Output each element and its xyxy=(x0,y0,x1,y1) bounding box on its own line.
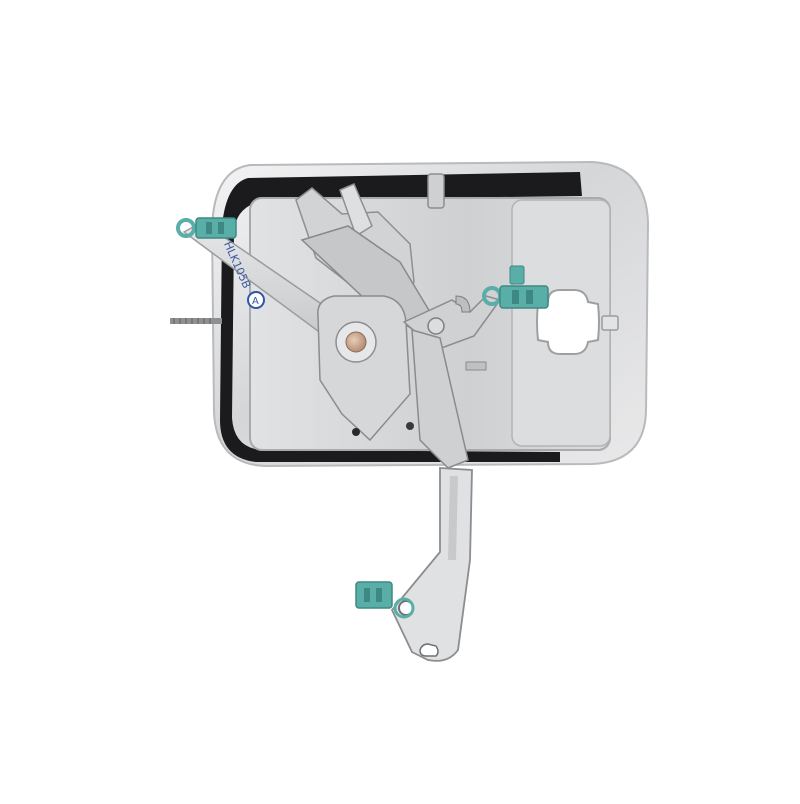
key-cutout xyxy=(536,289,600,355)
teal-clip-top-left xyxy=(176,217,237,239)
lower-lever xyxy=(390,467,473,662)
vertical-link xyxy=(411,328,469,469)
svg-text:A: A xyxy=(252,296,259,307)
threaded-rod xyxy=(170,318,222,324)
top-pin xyxy=(427,173,445,209)
teal-clip-lower xyxy=(355,581,415,619)
brand-logo xyxy=(247,291,265,309)
teal-clip-right xyxy=(482,265,549,309)
